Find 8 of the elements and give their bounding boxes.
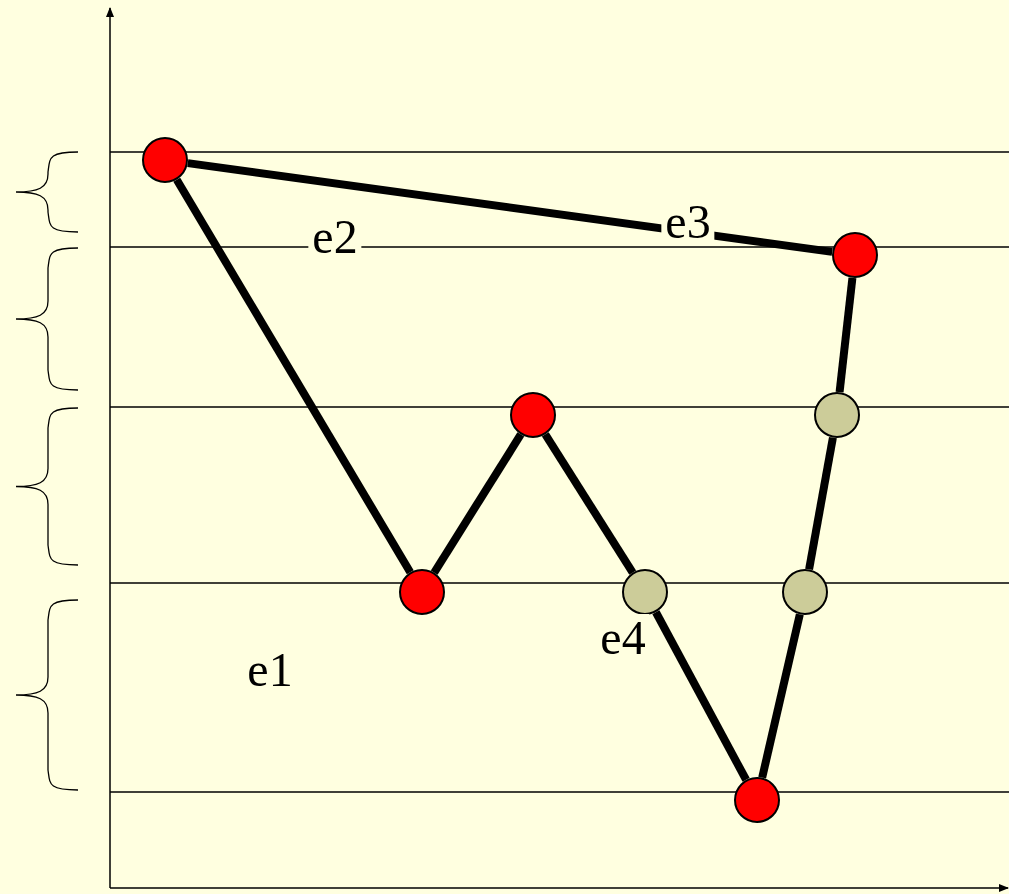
polygon-edge: [652, 610, 750, 782]
polygon-edge: [835, 277, 857, 393]
polygon-edge: [805, 436, 837, 571]
polygon-edge: [187, 159, 833, 256]
polygon-edge: [541, 432, 637, 575]
polygon-edge: [173, 177, 414, 575]
polygon-edge: [758, 613, 804, 779]
polygon-edge: [430, 432, 525, 575]
